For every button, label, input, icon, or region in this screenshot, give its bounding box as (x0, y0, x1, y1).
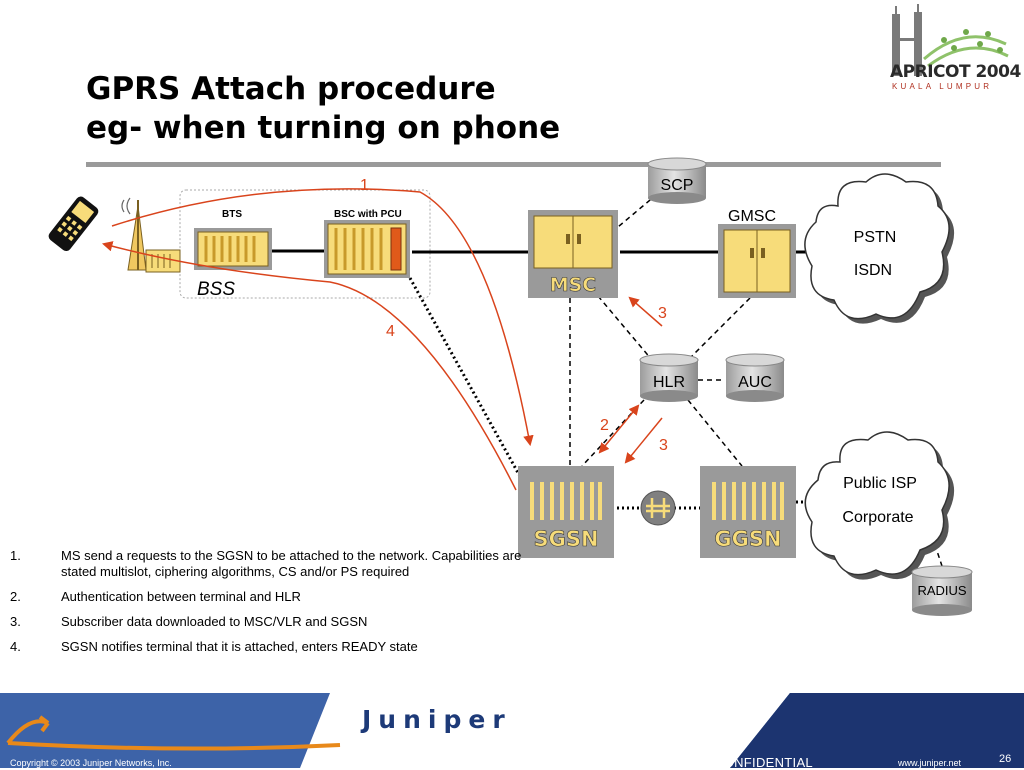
bts-label: BTS (222, 209, 242, 220)
step-number: 1. (10, 548, 21, 563)
website-link[interactable]: www.juniper.net (898, 758, 962, 768)
bts-rack (194, 228, 272, 270)
copyright: Copyright © 2003 Juniper Networks, Inc. (10, 758, 172, 768)
step-marker-3b: 3 (659, 437, 668, 454)
ggsn-label: GGSN (714, 527, 781, 551)
msc-label: MSC (550, 274, 597, 296)
msc-node (528, 210, 618, 298)
sgsn-label: SGSN (533, 527, 598, 551)
scp-database (647, 157, 707, 204)
bsc-rack (324, 220, 410, 278)
flow-arrow-2 (598, 404, 640, 454)
hlr-label: HLR (653, 374, 685, 391)
title-line-2: eg- when turning on phone (86, 110, 561, 146)
bss-label: BSS (197, 279, 235, 300)
footer-band (0, 693, 1024, 768)
step-number: 4. (10, 639, 21, 654)
step-marker-1: 1 (360, 177, 369, 194)
gprs-network-diagram: BTS BSC with PCU BSS MSC GMSC SCP HLR (48, 157, 973, 616)
router-icon (640, 490, 676, 526)
step-item: 4. SGSN notifies terminal that it is atta… (10, 639, 530, 655)
sgsn-node (518, 466, 614, 558)
step-marker-3a: 3 (658, 305, 667, 322)
logo-subtitle: KUALA LUMPUR (892, 82, 993, 91)
flow-arrow-4 (101, 241, 517, 491)
step-text: Subscriber data downloaded to MSC/VLR an… (61, 614, 368, 629)
step-number: 3. (10, 614, 21, 629)
flow-arrow-3-msc (628, 296, 663, 327)
towers-icon (892, 4, 922, 76)
pstn-cloud (804, 173, 955, 324)
steps-list: 1. MS send a requests to the SGSN to be a… (10, 548, 530, 664)
logo-title: APRICOT 2004 (890, 62, 1021, 82)
swoosh-arrow-icon (6, 715, 341, 751)
confidential-label: CONFIDENTIAL (714, 755, 813, 770)
step-item: 3. Subscriber data downloaded to MSC/VLR … (10, 614, 530, 630)
pstn-label: PSTN (854, 229, 897, 246)
step-text: Authentication between terminal and HLR (61, 589, 301, 604)
brand-juniper: Juniper (362, 705, 512, 734)
title-rule (86, 162, 941, 167)
page-number: 26 (999, 753, 1012, 765)
step-text: MS send a requests to the SGSN to be att… (61, 548, 522, 579)
brand-your: your (508, 700, 579, 733)
step-item: 2. Authentication between terminal and HL… (10, 589, 530, 605)
step-text: SGSN notifies terminal that it is attach… (61, 639, 418, 654)
isdn-label: ISDN (854, 262, 892, 279)
corporate-label: Corporate (842, 509, 913, 526)
brand-net: Net (584, 705, 655, 734)
public-isp-label: Public ISP (843, 475, 917, 492)
step-item: 1. MS send a requests to the SGSN to be a… (10, 548, 530, 580)
public-isp-cloud (804, 431, 955, 580)
radius-label: RADIUS (917, 583, 966, 598)
radius-database (911, 565, 973, 616)
hlr-database (639, 353, 699, 402)
gmsc-node (718, 224, 796, 298)
apricot-logo (892, 4, 1009, 76)
step-number: 2. (10, 589, 21, 604)
step-marker-4: 4 (386, 323, 395, 340)
flow-arrow-1 (111, 188, 534, 447)
auc-database (725, 353, 785, 402)
scp-label: SCP (661, 177, 694, 194)
slide-title: GPRS Attach procedure eg- when turning o… (86, 70, 560, 148)
ggsn-node (700, 466, 796, 558)
step-marker-2: 2 (600, 417, 609, 434)
mobile-phone-icon (48, 196, 99, 252)
title-line-1: GPRS Attach procedure (86, 71, 496, 107)
auc-label: AUC (738, 374, 772, 391)
bsc-label: BSC with PCU (334, 209, 402, 220)
flow-arrow-3-sgsn (624, 417, 663, 464)
gmsc-label: GMSC (728, 208, 776, 225)
